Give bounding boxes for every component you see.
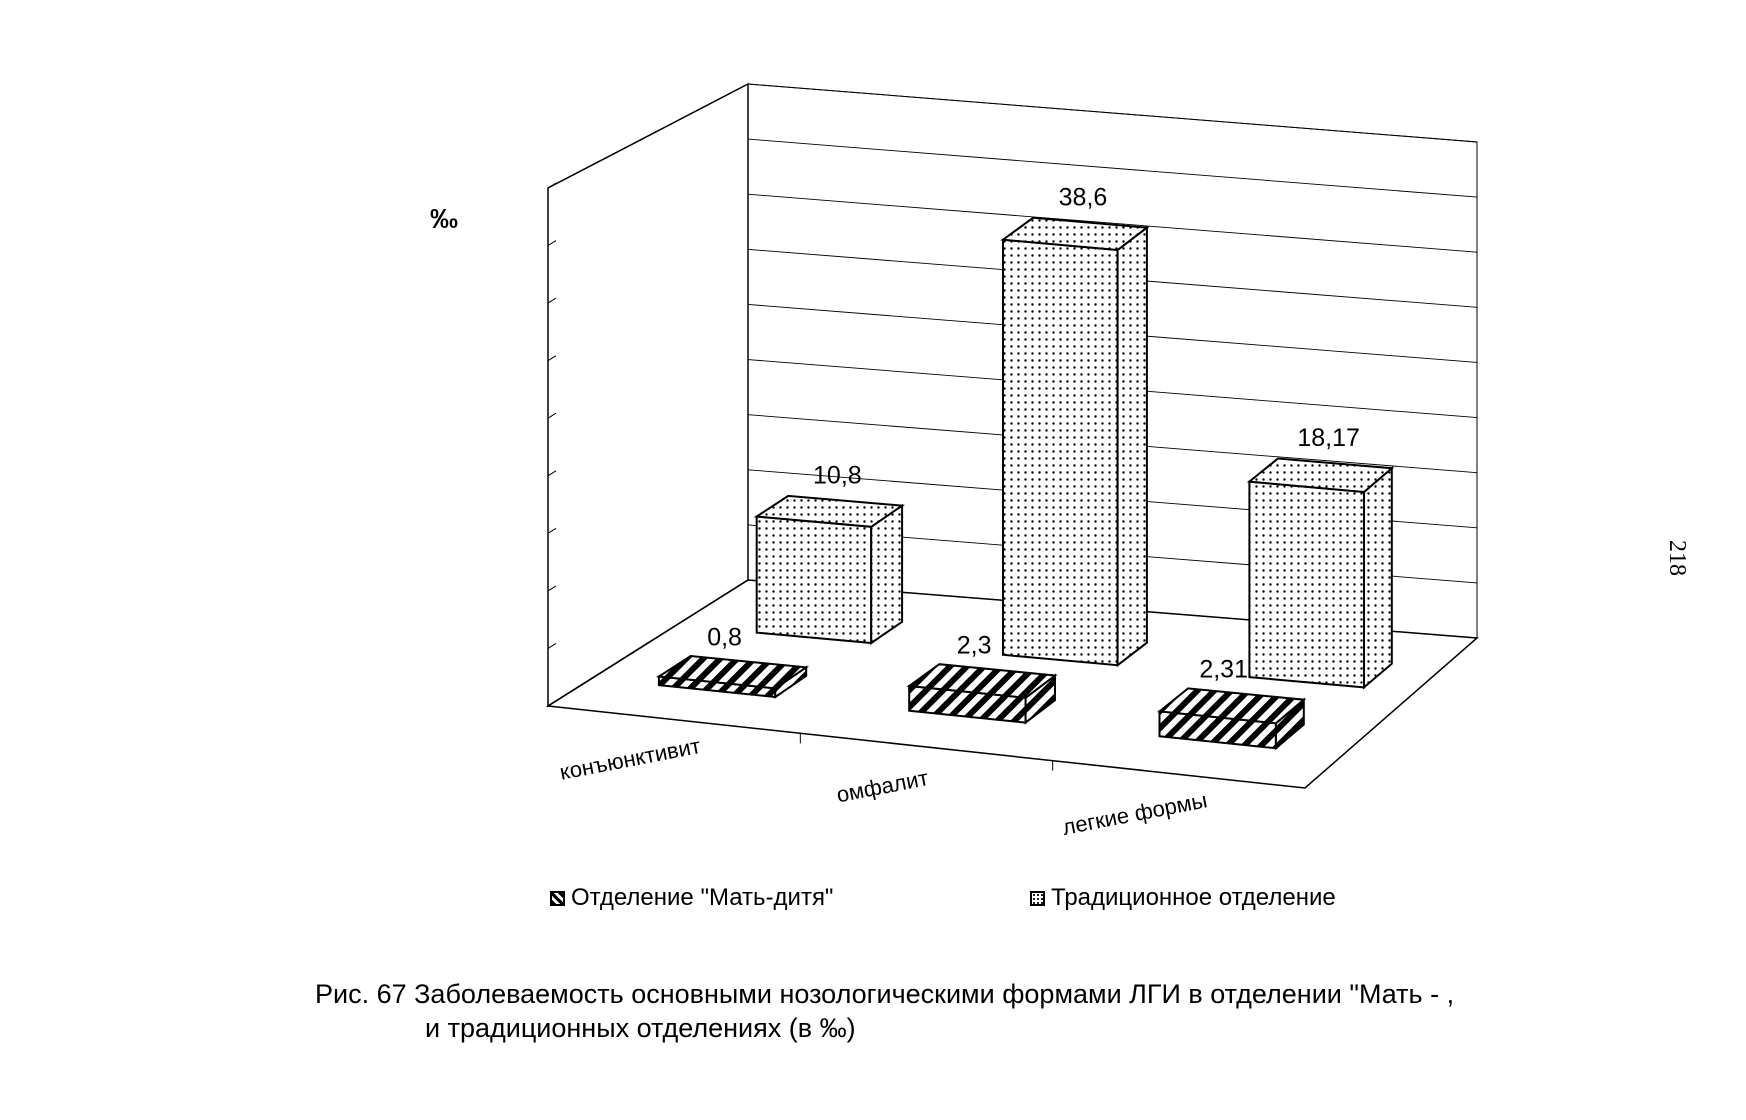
legend-label: Традиционное отделение: [1051, 884, 1336, 911]
bar-traditional-1: [1000, 216, 1150, 668]
data-label: 2,31: [1199, 656, 1248, 684]
legend-swatch-hatch: [550, 890, 565, 906]
y-tick: [547, 412, 557, 419]
left-wall: [547, 82, 749, 708]
category-label: конъюнктивит: [558, 733, 703, 785]
bar-traditional-0-front: [755, 515, 873, 645]
bar-mother-child-2: [1156, 687, 1307, 751]
y-tick: [547, 240, 557, 246]
bar-traditional-1-front: [1002, 238, 1119, 667]
category-label: омфалит: [834, 765, 930, 807]
figure-caption: Рис. 67 Заболеваемость основными нозолог…: [315, 977, 1605, 1045]
bar-mother-child-2-top: [1156, 687, 1307, 725]
y-tick: [547, 585, 557, 592]
bar-traditional-2: [1246, 457, 1395, 690]
bar-traditional-2-side: [1363, 466, 1393, 690]
data-label: 2,3: [957, 631, 992, 659]
legend-swatch-dots: [1030, 890, 1045, 906]
bar-traditional-2-top: [1246, 457, 1395, 494]
caption-line-2: и традиционных отделениях (в ‰): [425, 1013, 856, 1043]
y-axis-label: ‰: [430, 203, 458, 234]
y-tick: [547, 470, 557, 477]
gridline: [747, 193, 1478, 253]
chart-bars: [655, 216, 1395, 751]
category-label: легкие формы: [1060, 787, 1209, 840]
y-tick: [547, 355, 557, 362]
gridline: [747, 83, 1478, 143]
legend-item-traditional: Традиционное отделение: [1030, 884, 1336, 912]
data-label: 10,8: [813, 462, 862, 490]
y-tick: [547, 643, 557, 649]
y-tick: [547, 182, 557, 189]
bar-mother-child-0: [655, 654, 810, 699]
bar-traditional-0-top: [753, 494, 905, 528]
y-tick: [547, 297, 557, 304]
bar-traditional-1-top: [1000, 216, 1150, 252]
bar-traditional-0-side: [870, 503, 904, 645]
bar-traditional-2-front: [1248, 480, 1365, 689]
gridline: [747, 138, 1478, 198]
data-label: 38,6: [1059, 184, 1108, 212]
page-number: 218: [1664, 540, 1690, 576]
legend-label: Отделение "Мать-дитя": [571, 884, 834, 911]
bar-traditional-0: [753, 494, 905, 645]
caption-line-1: Рис. 67 Заболеваемость основными нозолог…: [315, 979, 1455, 1009]
bar-mother-child-0-top: [655, 654, 810, 690]
y-tick: [547, 527, 557, 534]
bar-traditional-1-side: [1116, 225, 1148, 668]
data-label: 0,8: [707, 623, 742, 651]
legend: Отделение "Мать-дитя" Традиционное отдел…: [550, 884, 1450, 920]
bar-mother-child-1: [906, 663, 1058, 725]
legend-item-mother-child: Отделение "Мать-дитя": [550, 884, 833, 912]
data-label: 18,17: [1297, 424, 1360, 452]
bar-mother-child-1-top: [906, 663, 1058, 699]
